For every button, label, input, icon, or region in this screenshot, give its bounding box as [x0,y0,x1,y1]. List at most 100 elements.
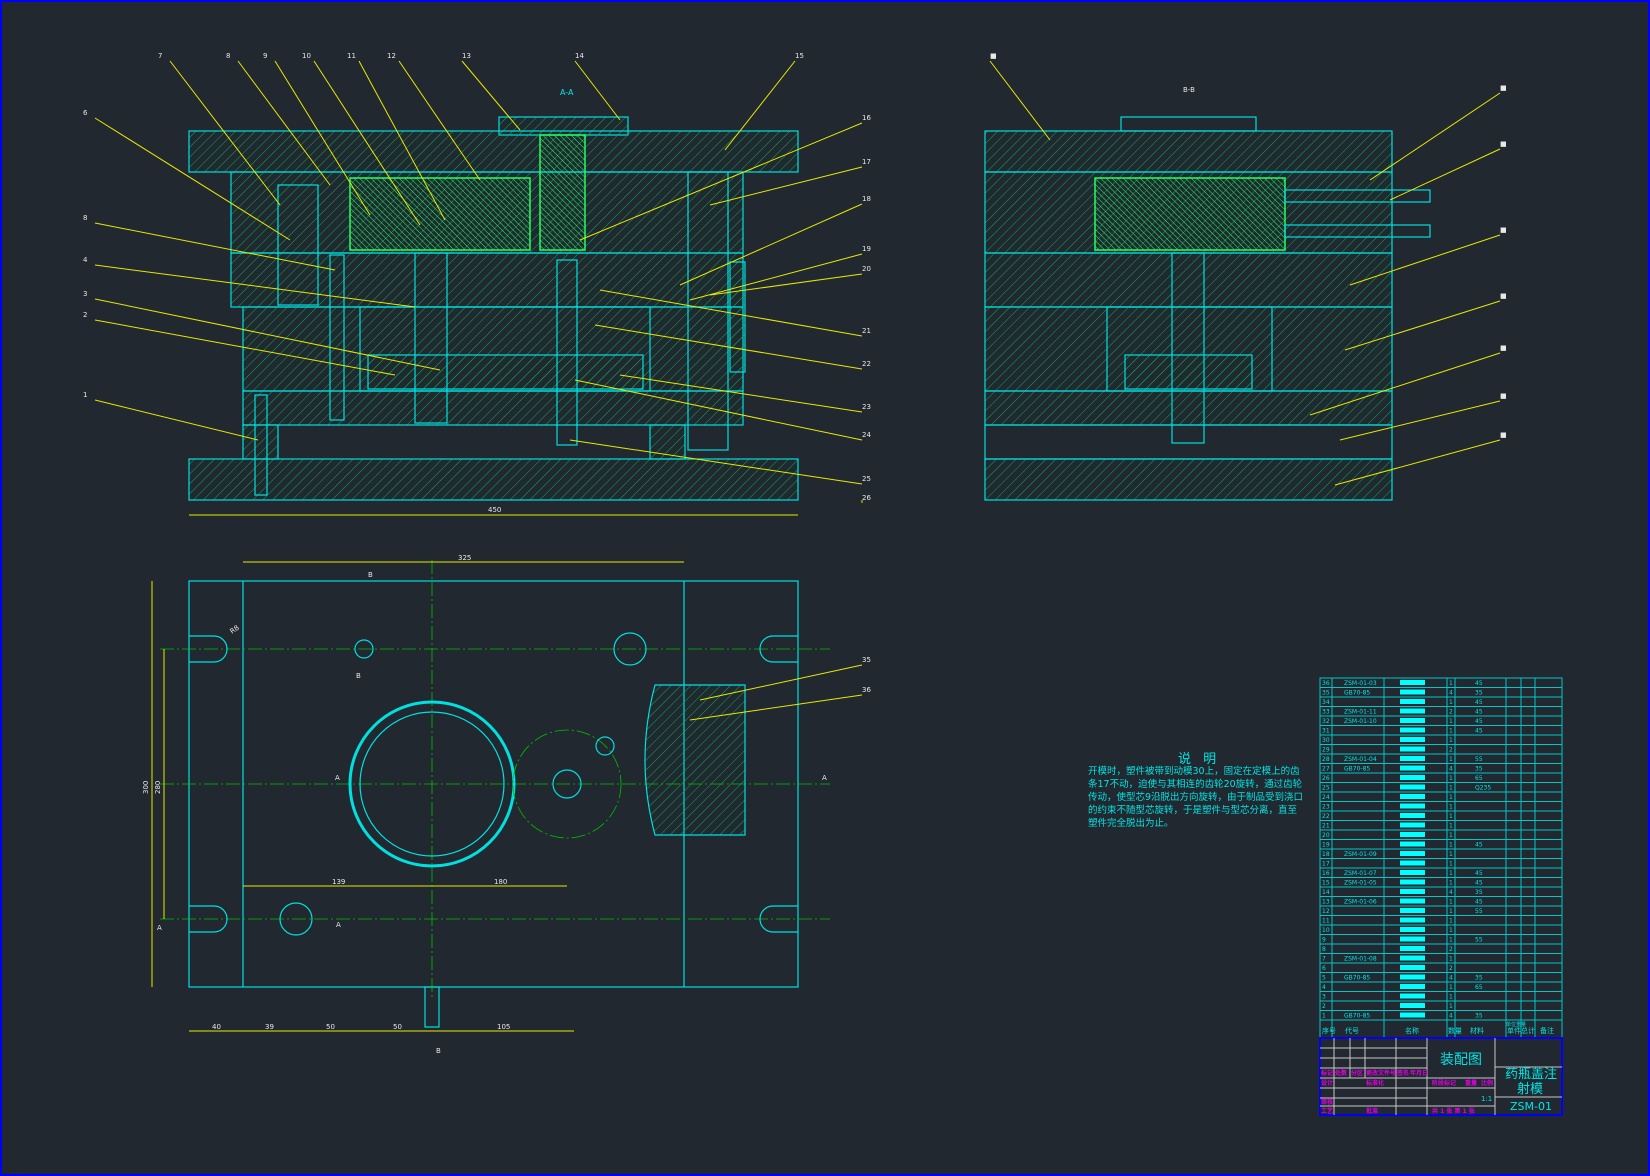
parts-cell: 25 [1322,785,1330,792]
plan-view: 325 300 280 139 180 40 39 50 50 105 R8 A… [142,554,830,1055]
leader-line [1309,352,1501,416]
section-mark-a3: A [157,924,162,932]
part-label: 17 [862,158,871,166]
parts-header: 序号 [1322,1026,1336,1035]
part-name-bar [1400,756,1425,761]
parts-cell: 1 [1449,728,1453,735]
parts-cell: 4 [1449,690,1453,697]
parts-cell: 32 [1322,718,1330,725]
dim-39: 39 [265,1023,274,1031]
parts-cell: Q235 [1475,785,1491,792]
title-block-label: 阶段标记 [1432,1079,1456,1087]
parts-header: 备注 [1540,1026,1554,1035]
title-block-label: 工艺 [1321,1107,1333,1115]
parts-cell: 1 [1449,899,1453,906]
part-name-bar [1400,746,1425,752]
section-bb-view: B-B [984,86,1431,501]
leader-line [94,264,416,308]
part-label: 2 [83,311,87,319]
part-name-bar [1400,813,1425,818]
title-block-label: 分区 [1351,1069,1363,1077]
parts-cell: 31 [1322,728,1330,735]
parts-cell: ZSM-01-05 [1344,880,1377,887]
parts-cell: 1 [1449,756,1453,763]
part-name-bar [1400,870,1425,875]
part-name-bar [1400,708,1425,714]
parts-cell: ZSM-01-06 [1344,899,1377,906]
parts-cell: ZSM-01-09 [1344,851,1377,858]
part-label: 12 [387,52,396,60]
parts-cell: GB70-85 [1344,766,1370,773]
part-name-bar [1400,699,1425,704]
part-label: 15 [795,52,804,60]
side-part-label: ■ [1500,392,1507,400]
part-name-bar [1400,1012,1425,1018]
part-label: 3 [83,290,87,298]
part-label: 10 [302,52,311,60]
leader-line [599,289,863,337]
side-part-label: ■ [1500,140,1507,148]
parts-cell: 29 [1322,747,1330,754]
part-name-bar [1400,860,1425,866]
section-bb-title: B-B [1183,86,1195,94]
parts-cell: 6 [1322,965,1326,972]
parts-cell: 1 [1449,937,1453,944]
leader-line [679,203,863,286]
part-label: 6 [83,109,88,117]
parts-cell: 45 [1475,842,1483,849]
part-name-bar [1400,984,1425,989]
parts-cell: 35 [1475,975,1483,982]
leader-line [94,222,336,271]
part-name-bar [1400,1003,1425,1008]
leader-line [94,117,291,241]
parts-cell: 2 [1449,747,1453,754]
parts-cell: ZSM-01-10 [1344,718,1377,725]
part-name-bar [1400,689,1425,695]
parts-cell: 55 [1475,937,1483,944]
parts-cell: 34 [1322,699,1330,706]
side-part-label: ■ [1500,84,1507,92]
parts-cell: 65 [1475,775,1483,782]
leader-line [237,60,331,186]
part-label: 13 [462,52,471,60]
parts-cell: 1 [1449,832,1453,839]
title-block-label: 审核 [1321,1098,1333,1106]
parts-cell: 1 [1449,737,1453,744]
dim-radius: R8 [229,624,241,636]
parts-cell: 18 [1322,851,1330,858]
parts-cell: 1 [1322,1013,1326,1020]
part-name-bar [1400,680,1425,685]
dim-105: 105 [497,1023,510,1031]
parts-cell: 1 [1449,794,1453,801]
part-name-bar [1400,841,1425,847]
parts-cell: 45 [1475,699,1483,706]
parts-cell: 2 [1449,946,1453,953]
leader-line [709,166,863,206]
part-name-bar [1400,974,1425,980]
part-label: 4 [83,256,88,264]
parts-cell: 10 [1322,927,1330,934]
parts-cell: 4 [1322,984,1326,991]
leader-line [579,122,863,241]
parts-cell: ZSM-01-08 [1344,956,1377,963]
parts-cell: 1 [1449,880,1453,887]
parts-cell: 45 [1475,728,1483,735]
parts-cell: 9 [1322,937,1326,944]
part-label: 14 [575,52,584,60]
dim-50b: 50 [393,1023,402,1031]
leader-line [619,374,863,413]
